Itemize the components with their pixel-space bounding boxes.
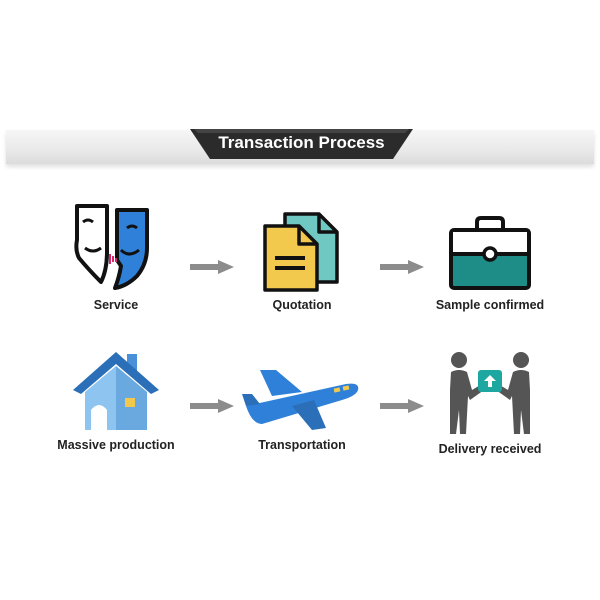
step-label-quotation: Quotation <box>272 298 332 312</box>
step-sample-confirmed: Sample confirmed <box>410 214 570 312</box>
banner-tab-shape <box>190 129 413 159</box>
page-title: Transaction Process <box>218 133 385 152</box>
step-quotation: Quotation <box>222 208 382 312</box>
arrow-right-icon <box>380 399 424 413</box>
briefcase-icon <box>449 216 531 290</box>
arrow-right-icon <box>190 399 234 413</box>
step-label-delivery-received: Delivery received <box>438 442 542 456</box>
step-delivery-received: Delivery received <box>410 350 570 456</box>
theater-masks-icon <box>74 204 149 290</box>
step-service: Service <box>36 200 196 312</box>
step-label-sample-confirmed: Sample confirmed <box>435 298 545 312</box>
step-label-transportation: Transportation <box>258 438 346 452</box>
house-icon <box>73 352 159 430</box>
title-banner: Transaction Process <box>190 127 413 161</box>
arrow-right-icon <box>190 260 234 274</box>
package-handover-icon <box>450 352 530 434</box>
airplane-icon <box>242 370 359 430</box>
documents-icon <box>263 212 339 292</box>
step-label-massive-production: Massive production <box>57 438 175 452</box>
step-label-service: Service <box>93 298 139 312</box>
step-transportation: Transportation <box>222 366 382 452</box>
step-massive-production: Massive production <box>36 348 196 452</box>
arrow-right-icon <box>380 260 424 274</box>
